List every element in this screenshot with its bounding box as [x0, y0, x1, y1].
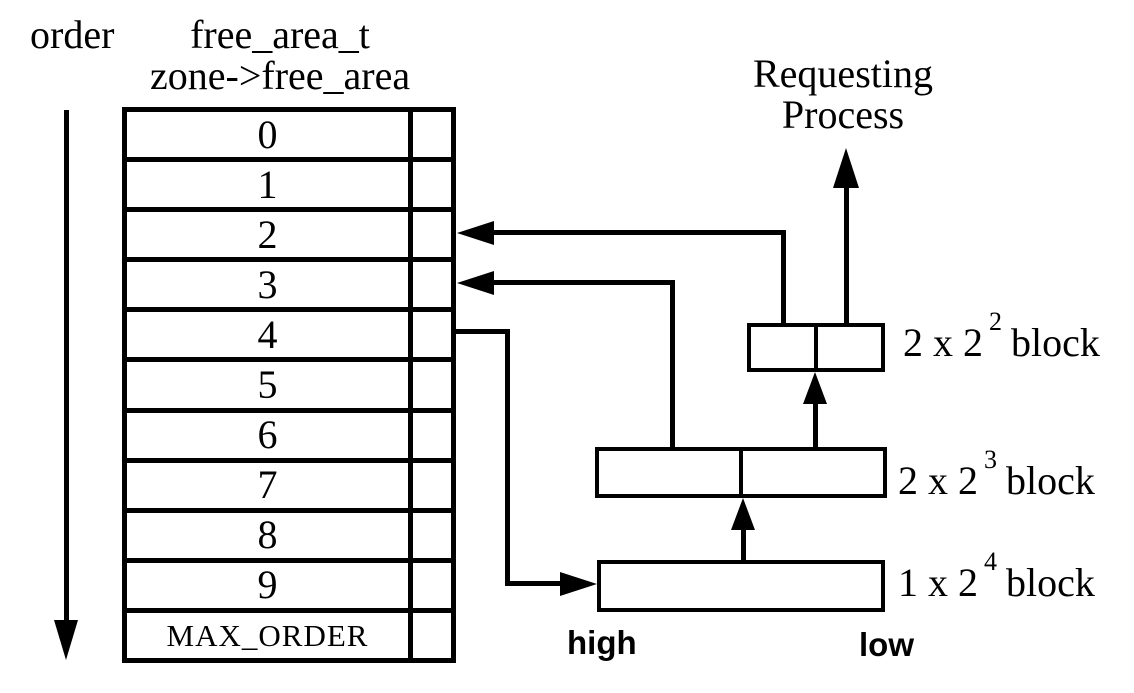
- list-head-cell: [408, 262, 451, 308]
- block-cell-divider: [814, 327, 818, 368]
- list-head-cell: [408, 162, 451, 208]
- order-direction-arrow-shaft: [64, 110, 69, 622]
- requesting-process-line1: Requesting: [753, 51, 933, 96]
- table-row-order-6: 6: [127, 412, 451, 463]
- block-cell-divider: [739, 451, 743, 494]
- low-address-label: low: [859, 626, 914, 663]
- allocate-to-process-arrowhead-icon: [833, 148, 859, 188]
- remove-from-order4-arrow-horizontal-2: [505, 581, 563, 586]
- block-2x8-pages: [595, 447, 887, 498]
- requesting-process-line2: Process: [781, 92, 905, 137]
- block-label-prefix: 2 x 2: [903, 320, 983, 365]
- block-1x16-pages: [597, 560, 885, 612]
- remove-from-order4-arrow-horizontal-1: [456, 329, 510, 334]
- row-label: 2: [257, 211, 278, 257]
- high-address-label: high: [567, 624, 637, 661]
- block-label-prefix: 1 x 2: [898, 560, 978, 605]
- block-label-prefix: 2 x 2: [898, 458, 978, 503]
- list-head-cell: [408, 362, 451, 408]
- free-area-title-line1: free_area_t: [190, 12, 370, 57]
- split-to-order3-arrow-horizontal: [488, 280, 675, 285]
- list-head-cell: [408, 312, 451, 358]
- free-area-title-line2: zone->free_area: [150, 53, 411, 98]
- remove-from-order4-arrow-vertical: [505, 329, 510, 586]
- row-label: 6: [257, 412, 278, 458]
- table-row-order-5: 5: [127, 362, 451, 413]
- block-label-exponent: 4: [984, 547, 997, 576]
- split-1x16-to-2x8-arrow-shaft: [741, 524, 746, 562]
- table-row-order-7: 7: [127, 462, 451, 513]
- allocate-to-process-arrow-shaft: [844, 184, 849, 325]
- list-head-cell: [408, 112, 451, 158]
- block-label-suffix: block: [1011, 320, 1100, 365]
- split-to-order3-arrowhead-icon: [457, 271, 494, 295]
- list-head-cell: [408, 412, 451, 458]
- order-direction-arrowhead-icon: [54, 620, 78, 660]
- row-label: 7: [257, 462, 278, 508]
- free-area-title: free_area_t zone->free_area: [150, 14, 410, 96]
- block-label-exponent: 3: [984, 445, 997, 474]
- row-label: 1: [257, 161, 278, 207]
- list-head-cell: [408, 512, 451, 558]
- requesting-process-label: Requesting Process: [743, 53, 943, 135]
- row-label: 0: [257, 111, 278, 157]
- block-label-suffix: block: [1006, 560, 1095, 605]
- table-row-order-9: 9: [127, 562, 451, 613]
- split-to-order2-arrowhead-icon: [457, 221, 494, 245]
- list-head-cell: [408, 212, 451, 258]
- row-label: 9: [257, 562, 278, 608]
- order-label: order: [30, 12, 115, 57]
- row-label: MAX_ORDER: [166, 617, 369, 653]
- free-area-table: 0 1 2 3 4 5 6 7: [122, 107, 456, 663]
- table-row-order-1: 1: [127, 161, 451, 213]
- row-label: 4: [257, 311, 278, 357]
- split-to-order2-arrow-horizontal: [488, 230, 786, 235]
- block-2x4-pages: [747, 323, 885, 372]
- table-row-order-4: 4: [127, 311, 451, 363]
- remove-from-order4-arrowhead-icon: [560, 572, 597, 596]
- list-head-cell: [408, 562, 451, 608]
- table-row-order-8: 8: [127, 512, 451, 563]
- table-row-order-2: 2: [127, 211, 451, 263]
- split-to-order3-arrow-vertical: [670, 280, 675, 449]
- table-row-order-3: 3: [127, 261, 451, 313]
- list-head-cell: [408, 612, 451, 659]
- split-2x8-to-2x4-arrow-shaft: [813, 398, 818, 449]
- block-label-suffix: block: [1006, 458, 1095, 503]
- table-row-order-0: 0: [127, 111, 451, 163]
- row-label: 8: [257, 512, 278, 558]
- row-label: 3: [257, 261, 278, 307]
- list-head-cell: [408, 462, 451, 508]
- split-to-order2-arrow-vertical: [781, 230, 786, 325]
- block-label-exponent: 2: [989, 307, 1002, 336]
- table-row-max-order: MAX_ORDER: [127, 612, 451, 659]
- row-label: 5: [257, 362, 278, 408]
